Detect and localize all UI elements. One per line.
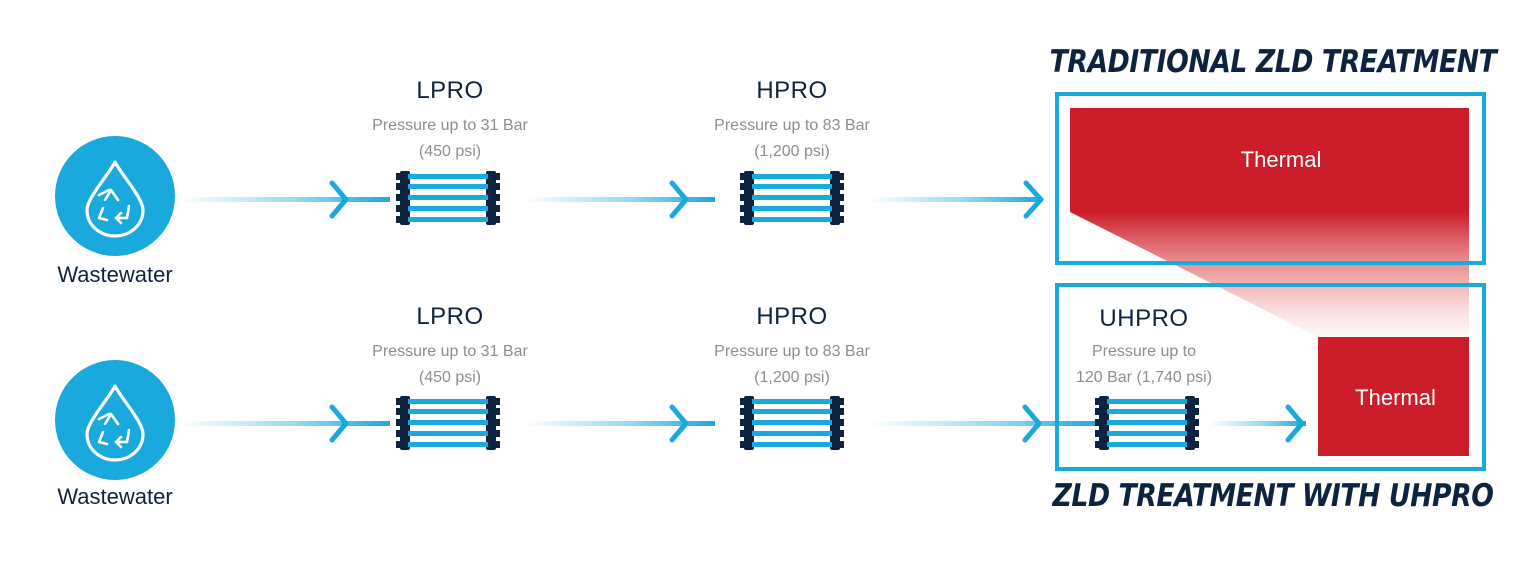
row1-hpro-pressure-line1: Pressure up to 83 Bar	[714, 117, 870, 134]
row2-lpro-pressure-line2: (450 psi)	[418, 369, 482, 386]
row2-uhpro-pressure-line1: Pressure up to	[1091, 343, 1197, 360]
row2-uhpro-pressure: Pressure up to 120 Bar (1,740 psi)	[1034, 339, 1254, 391]
row1-lpro-pressure-line1: Pressure up to 31 Bar	[372, 117, 528, 134]
row1-thermal-block	[1070, 108, 1469, 212]
row2-lpro-title: LPRO	[416, 303, 484, 330]
uhpro-zld-frame	[1055, 283, 1486, 471]
row1-arrows	[180, 180, 1044, 219]
row1-lpro-pressure-line2: (450 psi)	[418, 143, 482, 160]
row1-source-label: Wastewater	[57, 262, 173, 287]
row2-uhpro-title: UHPRO	[1099, 305, 1189, 332]
row2-hpro-title: HPRO	[756, 303, 828, 330]
row2-arrows	[180, 404, 1306, 443]
row1-source-icon	[53, 134, 177, 258]
traditional-zld-frame	[1055, 92, 1486, 265]
row1-lpro-membrane-icon	[396, 171, 500, 225]
row1-lpro-title: LPRO	[416, 77, 484, 104]
row1-hpro-pressure-line2: (1,200 psi)	[754, 143, 830, 160]
row2-lpro-pressure: Pressure up to 31 Bar (450 psi)	[340, 339, 560, 391]
row1-hpro-membrane-icon	[740, 171, 844, 225]
uhpro-zld-heading: ZLD TREATMENT WITH UHPRO	[1052, 478, 1494, 514]
row2-hpro-pressure: Pressure up to 83 Bar (1,200 psi)	[682, 339, 902, 391]
row2-source-label: Wastewater	[57, 484, 173, 509]
row2-source-icon	[53, 358, 177, 482]
row2-thermal-block	[1318, 337, 1469, 456]
row1-thermal-label: Thermal	[1240, 147, 1322, 172]
row1-hpro-title: HPRO	[756, 77, 828, 104]
row1-lpro-pressure: Pressure up to 31 Bar (450 psi)	[340, 113, 560, 165]
row2-uhpro-pressure-line2: 120 Bar (1,740 psi)	[1075, 369, 1213, 386]
thermal-taper-gradient	[1070, 212, 1469, 337]
row2-hpro-pressure-line1: Pressure up to 83 Bar	[714, 343, 870, 360]
row2-hpro-pressure-line2: (1,200 psi)	[754, 369, 830, 386]
row2-hpro-membrane-icon	[740, 396, 844, 450]
row2-lpro-pressure-line1: Pressure up to 31 Bar	[372, 343, 528, 360]
row1-hpro-pressure: Pressure up to 83 Bar (1,200 psi)	[682, 113, 902, 165]
row2-uhpro-membrane-icon	[1095, 396, 1199, 450]
row2-lpro-membrane-icon	[396, 396, 500, 450]
traditional-zld-heading: TRADITIONAL ZLD TREATMENT	[1049, 44, 1497, 80]
row2-thermal-label: Thermal	[1355, 385, 1436, 410]
